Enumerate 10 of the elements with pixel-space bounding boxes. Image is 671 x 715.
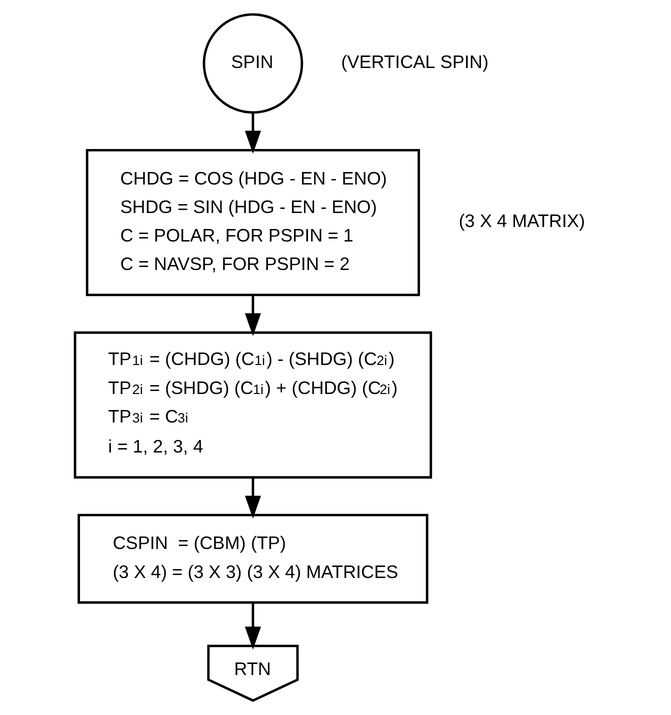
node-box: CSPIN = (CBM) (TP) (3 X 4) = (3 X 3) (3 X 4) MATRICES	[78, 514, 428, 604]
node-box: TP1i = (CHDG) (C1i) - (SHDG) (C2i) TP2i = (SHDG) (C1i) + (CHDG) (C2i) TP3i = C3i i = 1, 2, 3, 4	[74, 331, 432, 479]
node-box: CHDG = COS (HDG - EN - ENO) SHDG = SIN (HDG - EN - ENO) C = POLAR, FOR PSPIN = 1 C = NAVSP, FOR PSPIN = 2	[86, 148, 420, 296]
arrow	[244, 602, 261, 650]
arrow	[244, 112, 261, 154]
arrow	[244, 294, 261, 336]
node-circle: SPIN	[202, 13, 304, 114]
node-label: (VERTICAL SPIN)	[341, 52, 488, 72]
arrow	[244, 477, 261, 519]
node-label: (3 X 4 MATRIX)	[458, 211, 585, 232]
